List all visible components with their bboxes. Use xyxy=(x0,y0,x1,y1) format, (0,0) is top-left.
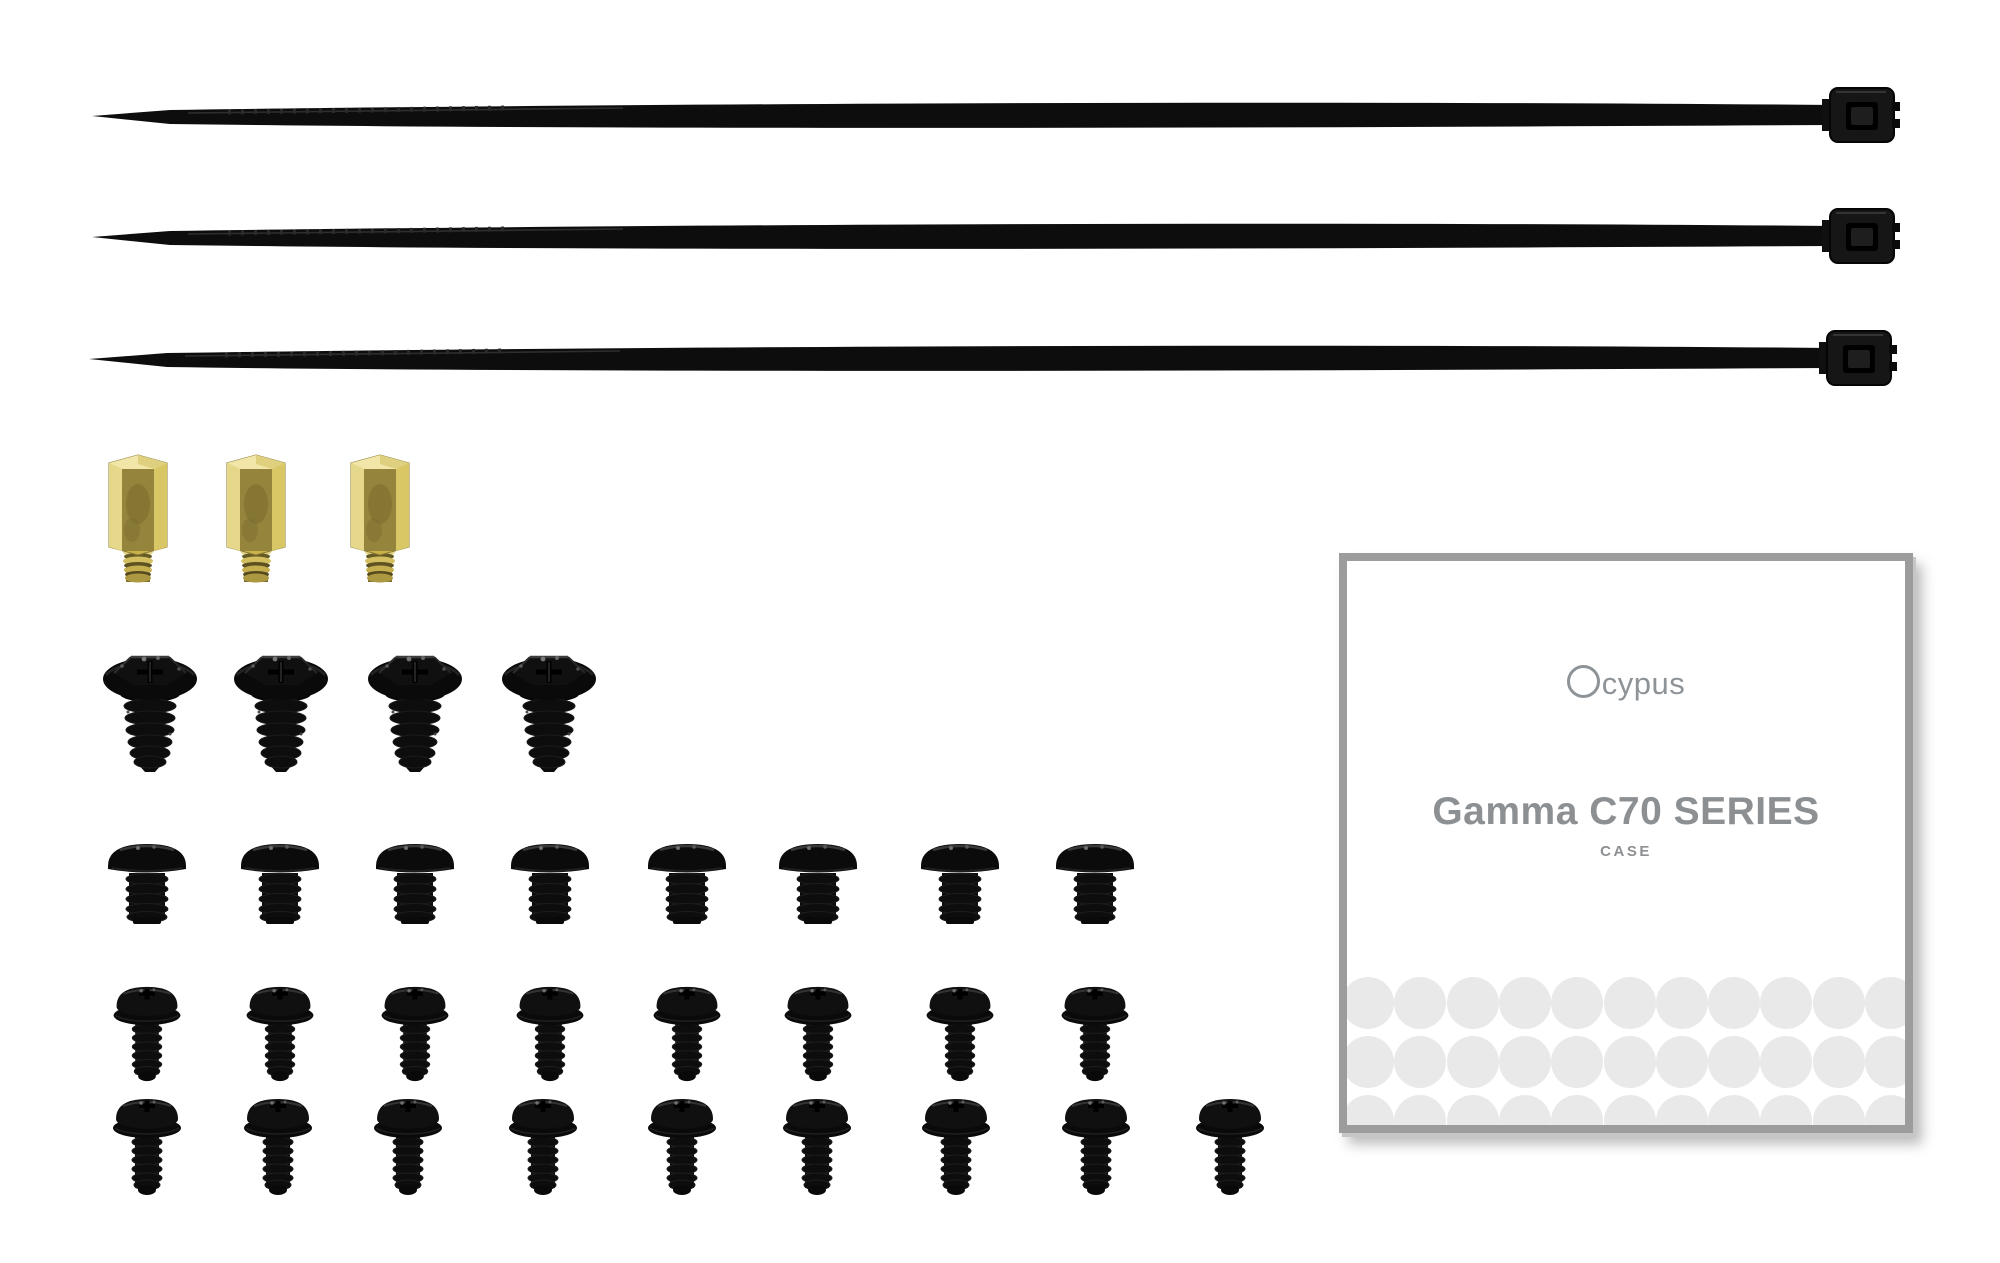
dot xyxy=(1603,1036,1656,1088)
screw-pan-washer-head xyxy=(375,978,455,1088)
brand-o-icon xyxy=(1566,665,1600,698)
dot xyxy=(1551,1036,1604,1088)
screw-round-head xyxy=(646,842,728,926)
screw-hex-washer-head xyxy=(499,642,599,782)
brass-standoff xyxy=(108,454,168,583)
dot xyxy=(1446,1095,1499,1125)
brand-logo: cypus xyxy=(1347,664,1905,699)
brass-standoff xyxy=(350,454,410,583)
brass-standoff xyxy=(226,454,286,583)
screw-pan-washer-head xyxy=(642,1088,722,1204)
dot xyxy=(1446,1036,1499,1088)
screw-pan-washer-head xyxy=(503,1088,583,1204)
dot xyxy=(1498,1095,1551,1125)
dot xyxy=(1655,1095,1708,1125)
dot xyxy=(1708,977,1761,1029)
dot xyxy=(1708,1095,1761,1125)
dot xyxy=(1394,1036,1447,1088)
screw-pan-washer-head xyxy=(778,978,858,1088)
screw-pan-washer-head xyxy=(238,1088,318,1204)
dot xyxy=(1347,1095,1394,1125)
screw-pan-washer-head xyxy=(647,978,727,1088)
cable-tie xyxy=(75,318,1915,398)
cable-tie xyxy=(78,75,1918,155)
dot xyxy=(1498,977,1551,1029)
screw-pan-washer-head xyxy=(240,978,320,1088)
dot xyxy=(1760,1095,1813,1125)
dot xyxy=(1498,1036,1551,1088)
screw-pan-washer-head xyxy=(107,978,187,1088)
screw-pan-washer-head xyxy=(916,1088,996,1204)
dot-pattern xyxy=(1347,977,1905,1125)
dot xyxy=(1655,1036,1708,1088)
screw-pan-washer-head xyxy=(777,1088,857,1204)
dot xyxy=(1551,1095,1604,1125)
dot xyxy=(1760,977,1813,1029)
product-title: Gamma C70 SERIES xyxy=(1432,790,1820,833)
screw-hex-washer-head xyxy=(231,642,331,782)
dot xyxy=(1603,977,1656,1029)
dot xyxy=(1865,977,1905,1029)
dot xyxy=(1446,977,1499,1029)
dot xyxy=(1865,1036,1905,1088)
screw-pan-washer-head xyxy=(1056,1088,1136,1204)
dot xyxy=(1865,1095,1905,1125)
dot xyxy=(1347,977,1394,1029)
screw-pan-washer-head xyxy=(510,978,590,1088)
screw-pan-washer-head xyxy=(107,1088,187,1204)
product-subtitle: CASE xyxy=(1600,842,1652,860)
screw-round-head xyxy=(919,842,1001,926)
screw-pan-washer-head xyxy=(920,978,1000,1088)
dot xyxy=(1394,1095,1447,1125)
dot xyxy=(1812,1036,1865,1088)
screw-round-head xyxy=(777,842,859,926)
cable-tie xyxy=(78,196,1918,276)
manual-card: cypus Gamma C70 SERIES CASE xyxy=(1339,553,1913,1133)
dot xyxy=(1394,977,1447,1029)
screw-hex-washer-head xyxy=(365,642,465,782)
screw-round-head xyxy=(239,842,321,926)
dot xyxy=(1655,977,1708,1029)
screw-pan-washer-head xyxy=(1190,1088,1270,1204)
dot xyxy=(1760,1036,1813,1088)
brand-logo-text: cypus xyxy=(1601,666,1686,701)
screw-round-head xyxy=(106,842,188,926)
screw-round-head xyxy=(1054,842,1136,926)
screw-round-head xyxy=(374,842,456,926)
screw-hex-washer-head xyxy=(100,642,200,782)
dot xyxy=(1347,1036,1394,1088)
screw-round-head xyxy=(509,842,591,926)
dot xyxy=(1551,977,1604,1029)
dot xyxy=(1708,1036,1761,1088)
dot xyxy=(1812,977,1865,1029)
dot xyxy=(1603,1095,1656,1125)
screw-pan-washer-head xyxy=(368,1088,448,1204)
dot xyxy=(1812,1095,1865,1125)
screw-pan-washer-head xyxy=(1055,978,1135,1088)
